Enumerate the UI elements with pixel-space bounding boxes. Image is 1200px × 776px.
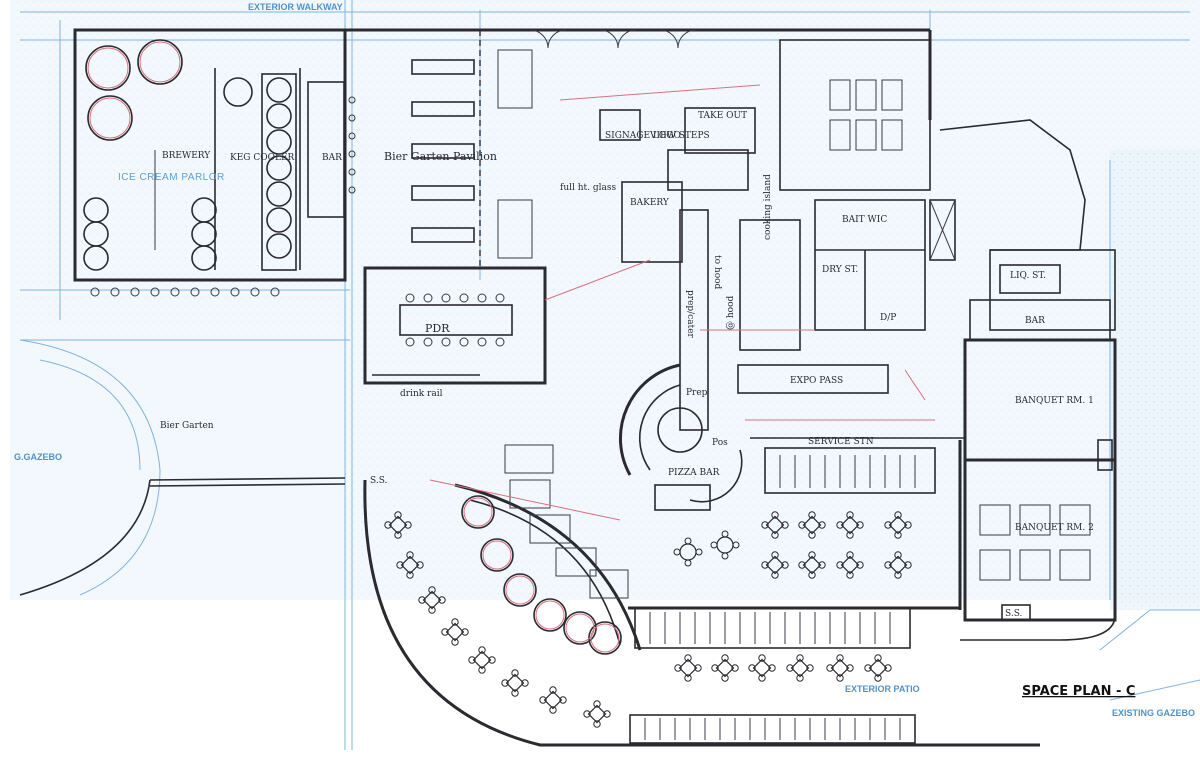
- label-biergarten-pavilion: Bier Garten Pavilion: [384, 150, 497, 163]
- label-to-hood: to hood: [712, 255, 722, 290]
- label-pizza-bar: PIZZA BAR: [668, 468, 720, 478]
- label-prep: Prep: [686, 388, 708, 398]
- label-brewery: BREWERY: [162, 151, 211, 161]
- label-bier-garten: Bier Garten: [160, 421, 214, 431]
- label-dp: D/P: [880, 313, 896, 323]
- label-ss-right: S.S.: [1005, 609, 1023, 619]
- label-ss-left: S.S.: [370, 476, 388, 486]
- label-exterior-patio: EXTERIOR PATIO: [845, 684, 920, 694]
- label-banquet-1: BANQUET RM. 1: [1015, 396, 1094, 406]
- label-liq-st: LIQ. ST.: [1010, 271, 1046, 281]
- label-bar-right: BAR: [1025, 316, 1045, 326]
- label-gazebo: G.GAZEBO: [14, 452, 62, 462]
- label-cooking-island: cooking island: [763, 174, 773, 240]
- label-prep-cater: prep/cater: [685, 290, 695, 339]
- label-drink-rail: drink rail: [400, 389, 443, 399]
- label-exterior-walkway: EXTERIOR WALKWAY: [248, 2, 343, 12]
- label-keg-cooler: KEG COOLER: [230, 153, 295, 163]
- label-banquet-2: BANQUET RM. 2: [1015, 523, 1094, 533]
- label-at-hood: @ hood: [726, 296, 736, 330]
- label-bakery: BAKERY: [630, 198, 670, 208]
- label-expo-pass: EXPO PASS: [790, 376, 843, 386]
- label-ice-cream-parlor: ICE CREAM PARLOR: [118, 172, 225, 183]
- label-dry-st: DRY ST.: [822, 265, 858, 275]
- label-bar-left: BAR: [322, 153, 342, 163]
- plan-title: SPACE PLAN - C: [1022, 684, 1135, 699]
- label-bait-wic: BAIT WIC: [842, 215, 887, 225]
- label-existing-gazebo: EXISTING GAZEBO: [1112, 708, 1195, 718]
- label-pdr: PDR: [425, 322, 450, 335]
- label-view-steps: VIEW STEPS: [649, 131, 710, 141]
- label-service-stn: SERVICE STN: [808, 437, 874, 447]
- label-signage-logo: SIGNAGE LOGO: [605, 131, 681, 141]
- label-pos: Pos: [712, 438, 728, 448]
- label-take-out: TAKE OUT: [698, 111, 747, 121]
- label-full-ht-glass: full ht. glass: [560, 183, 617, 193]
